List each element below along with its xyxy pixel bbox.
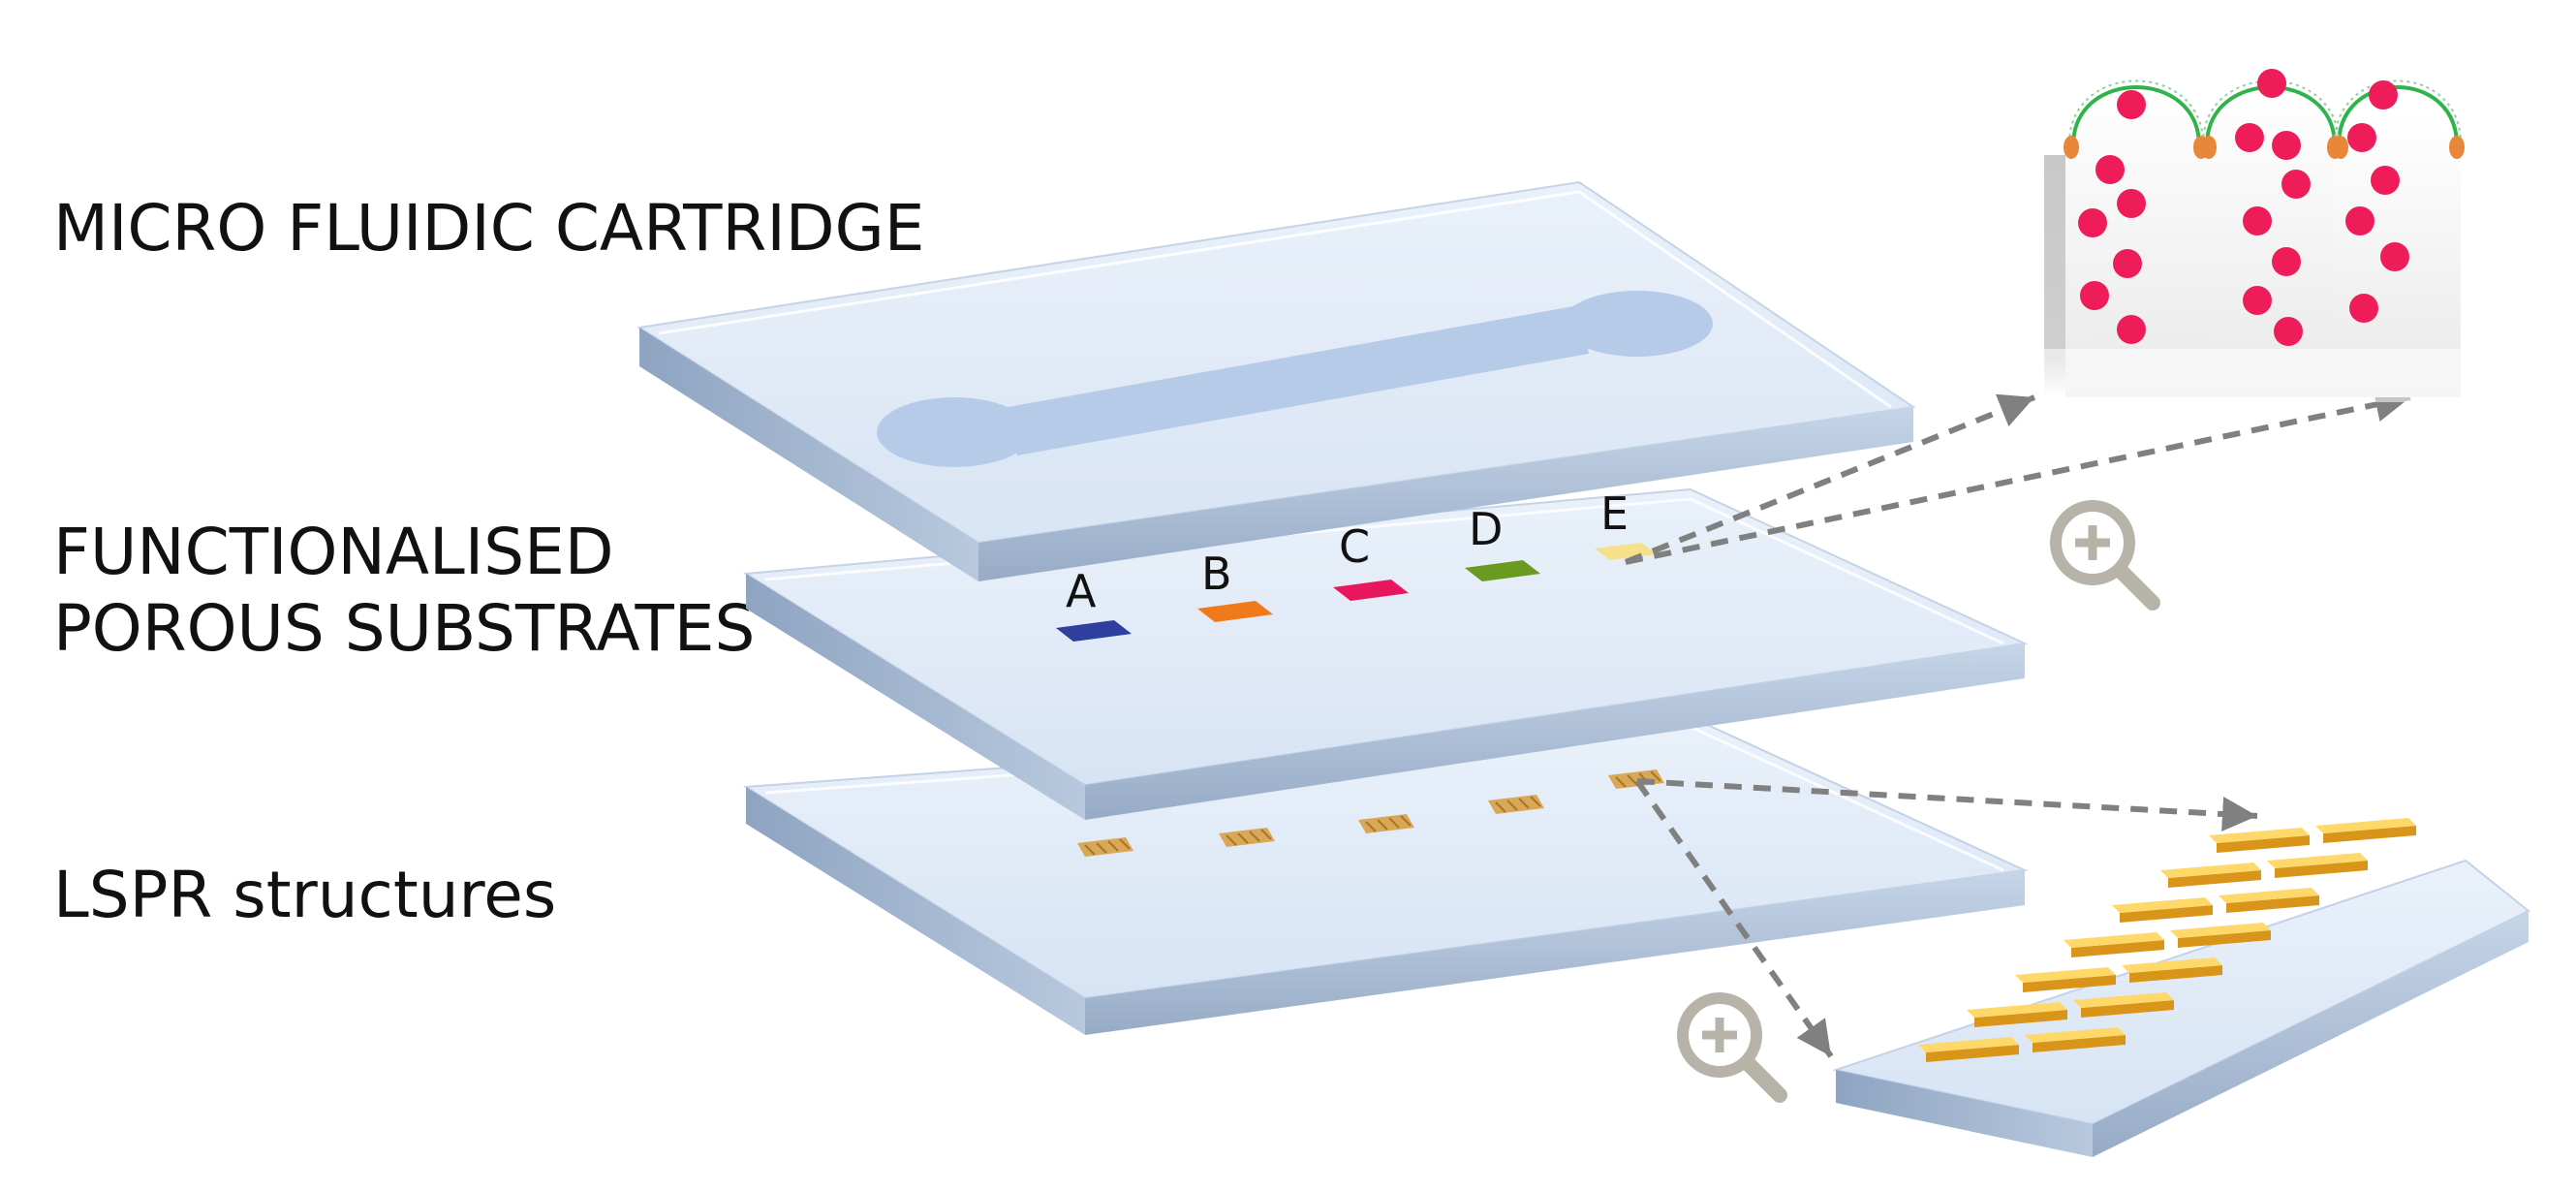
- microfluidic-channel: [877, 291, 1713, 467]
- gold-nanobar: [1918, 1037, 2019, 1062]
- substrates-label-line2: POROUS SUBSTRATES: [53, 591, 756, 667]
- arrow-to-pore-top: [1624, 393, 2036, 565]
- gold-nanobar: [2015, 967, 2116, 992]
- lspr-spot-d: [1488, 795, 1544, 814]
- spot-d-letter: D: [1469, 503, 1503, 555]
- spot-b-letter: B: [1201, 548, 1232, 600]
- lspr-structure-spots: [1077, 769, 1664, 857]
- lspr-spot-b: [1219, 828, 1275, 847]
- substrates-label: FUNCTIONALISED POROUS SUBSTRATES: [53, 514, 755, 667]
- lspr-label: LSPR structures: [53, 858, 557, 932]
- gold-nanobar: [2025, 1027, 2126, 1052]
- pore-cross-section-inset: [2044, 69, 2465, 402]
- zoom-arrows: [1624, 387, 2411, 1058]
- pore-channel: [2201, 85, 2341, 397]
- spot-a-letter: A: [1066, 565, 1097, 617]
- spot-c-letter: C: [1339, 520, 1370, 573]
- gold-nanobar: [1967, 1002, 2067, 1027]
- gold-nanobar: [2064, 932, 2164, 957]
- gold-nanobars: [1918, 818, 2416, 1062]
- gold-nanobar: [2315, 818, 2416, 843]
- spot-d: D: [1465, 503, 1540, 581]
- lspr-spot-c: [1358, 814, 1414, 833]
- cartridge-label: MICRO FLUIDIC CARTRIDGE: [53, 191, 925, 266]
- arrow-to-lspr-top: [1636, 778, 2258, 831]
- gold-nanobar: [2267, 853, 2368, 878]
- analyte-particles: [2078, 69, 2409, 346]
- gold-nanobar: [2112, 897, 2213, 923]
- zoom-in-icon: [1677, 992, 1787, 1103]
- substrates-label-line1: FUNCTIONALISED: [53, 515, 614, 589]
- gold-nanobar: [2209, 828, 2310, 853]
- spot-b: B: [1197, 548, 1273, 622]
- channel-outlet: [1562, 291, 1713, 357]
- lspr-nanobar-inset: [1832, 818, 2530, 1157]
- gold-nanobar: [2170, 923, 2271, 948]
- spot-c: C: [1333, 520, 1409, 601]
- spot-a: A: [1056, 565, 1132, 642]
- arrow-to-pore-right: [1625, 387, 2411, 565]
- gold-nanobar: [2160, 863, 2261, 888]
- zoom-in-icon: [2050, 500, 2160, 611]
- lspr-spot-a: [1077, 837, 1133, 857]
- gold-nanobar: [2073, 992, 2174, 1018]
- channel-inlet: [877, 397, 1032, 467]
- spot-e-letter: E: [1600, 487, 1629, 540]
- substrate-spots: A B C D E: [1056, 487, 1657, 642]
- gold-nanobar: [2122, 957, 2222, 983]
- gold-nanobar: [2219, 888, 2319, 913]
